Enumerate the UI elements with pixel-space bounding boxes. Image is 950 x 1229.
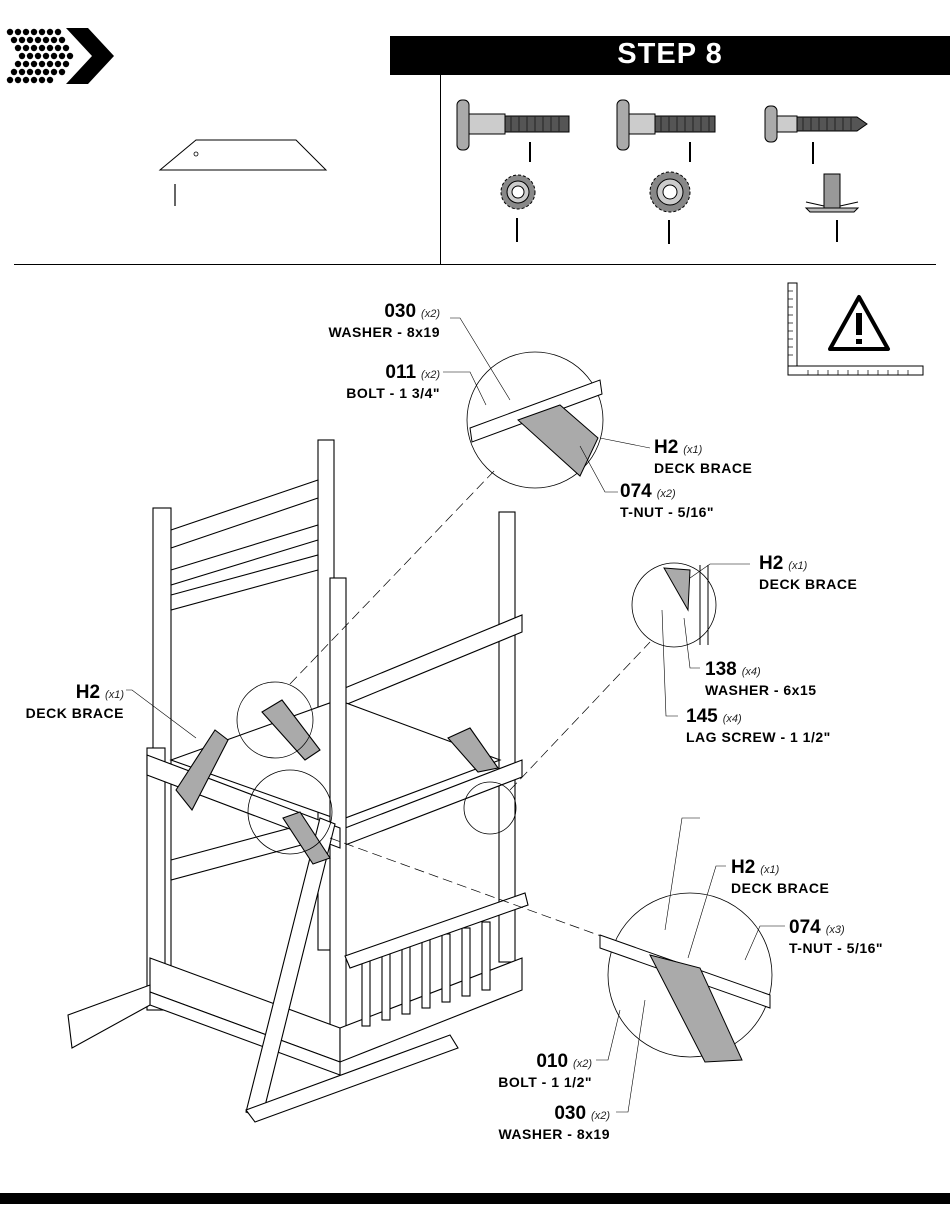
part-name: DECK BRACE xyxy=(759,577,857,591)
part-quantity: (x2) xyxy=(421,369,440,381)
part-name: DECK BRACE xyxy=(731,881,829,895)
callout-bottom-tnut: 074 (x3) T-NUT - 5/16" xyxy=(789,918,883,955)
callout-top-brace: H2 (x1) DECK BRACE xyxy=(654,438,752,475)
part-quantity: (x3) xyxy=(826,924,845,936)
part-code: 138 xyxy=(705,659,737,680)
part-name: BOLT - 1 3/4" xyxy=(300,386,440,400)
t-nut-icon xyxy=(804,172,860,244)
header-divider-vertical xyxy=(440,75,441,264)
part-quantity: (x1) xyxy=(760,864,779,876)
part-name: DECK BRACE xyxy=(10,706,124,720)
part-code: H2 xyxy=(731,857,755,878)
part-quantity: (x4) xyxy=(723,713,742,725)
part-quantity: (x2) xyxy=(591,1110,610,1122)
part-name: LAG SCREW - 1 1/2" xyxy=(686,730,831,744)
part-code: H2 xyxy=(76,682,100,703)
part-code: H2 xyxy=(654,437,678,458)
callout-bottom-washer: 030 (x2) WASHER - 8x19 xyxy=(470,1104,610,1141)
part-name: DECK BRACE xyxy=(654,461,752,475)
part-name: BOLT - 1 1/2" xyxy=(460,1075,592,1089)
part-quantity: (x2) xyxy=(421,308,440,320)
part-code: 030 xyxy=(384,301,416,322)
footer-bar xyxy=(0,1193,950,1204)
part-quantity: (x2) xyxy=(573,1058,592,1070)
part-quantity: (x1) xyxy=(683,444,702,456)
callout-right-brace: H2 (x1) DECK BRACE xyxy=(759,554,857,591)
part-name: WASHER - 8x19 xyxy=(470,1127,610,1141)
header-divider-horizontal xyxy=(14,264,936,265)
step-header-bar: STEP 8 xyxy=(390,36,950,75)
part-name: WASHER - 8x19 xyxy=(300,325,440,339)
step-title: STEP 8 xyxy=(390,38,950,71)
part-code: H2 xyxy=(759,553,783,574)
bolt-icon xyxy=(615,98,720,164)
part-quantity: (x4) xyxy=(742,666,761,678)
deck-brace-part-drawing xyxy=(158,138,330,210)
callout-bottom-brace: H2 (x1) DECK BRACE xyxy=(731,858,829,895)
callout-top-tnut: 074 (x2) T-NUT - 5/16" xyxy=(620,482,714,519)
washer-icon xyxy=(648,170,692,246)
callout-left-brace: H2 (x1) DECK BRACE xyxy=(10,683,124,720)
callout-bottom-bolt: 010 (x2) BOLT - 1 1/2" xyxy=(460,1052,592,1089)
part-quantity: (x1) xyxy=(788,560,807,572)
part-code: 145 xyxy=(686,706,718,727)
bolt-icon xyxy=(455,98,575,164)
lag-screw-icon xyxy=(763,100,873,166)
callout-top-washer: 030 (x2) WASHER - 8x19 xyxy=(300,302,440,339)
part-quantity: (x2) xyxy=(657,488,676,500)
part-code: 030 xyxy=(554,1103,586,1124)
callout-right-washer: 138 (x4) WASHER - 6x15 xyxy=(705,660,817,697)
part-code: 074 xyxy=(620,481,652,502)
washer-icon xyxy=(498,172,538,244)
brand-chevron-logo-icon xyxy=(4,26,116,86)
callout-right-lag-screw: 145 (x4) LAG SCREW - 1 1/2" xyxy=(686,707,831,744)
callout-top-bolt: 011 (x2) BOLT - 1 3/4" xyxy=(300,363,440,400)
part-name: T-NUT - 5/16" xyxy=(789,941,883,955)
part-name: T-NUT - 5/16" xyxy=(620,505,714,519)
part-code: 011 xyxy=(385,362,416,383)
part-code: 010 xyxy=(536,1051,568,1072)
part-quantity: (x1) xyxy=(105,689,124,701)
part-code: 074 xyxy=(789,917,821,938)
part-name: WASHER - 6x15 xyxy=(705,683,817,697)
